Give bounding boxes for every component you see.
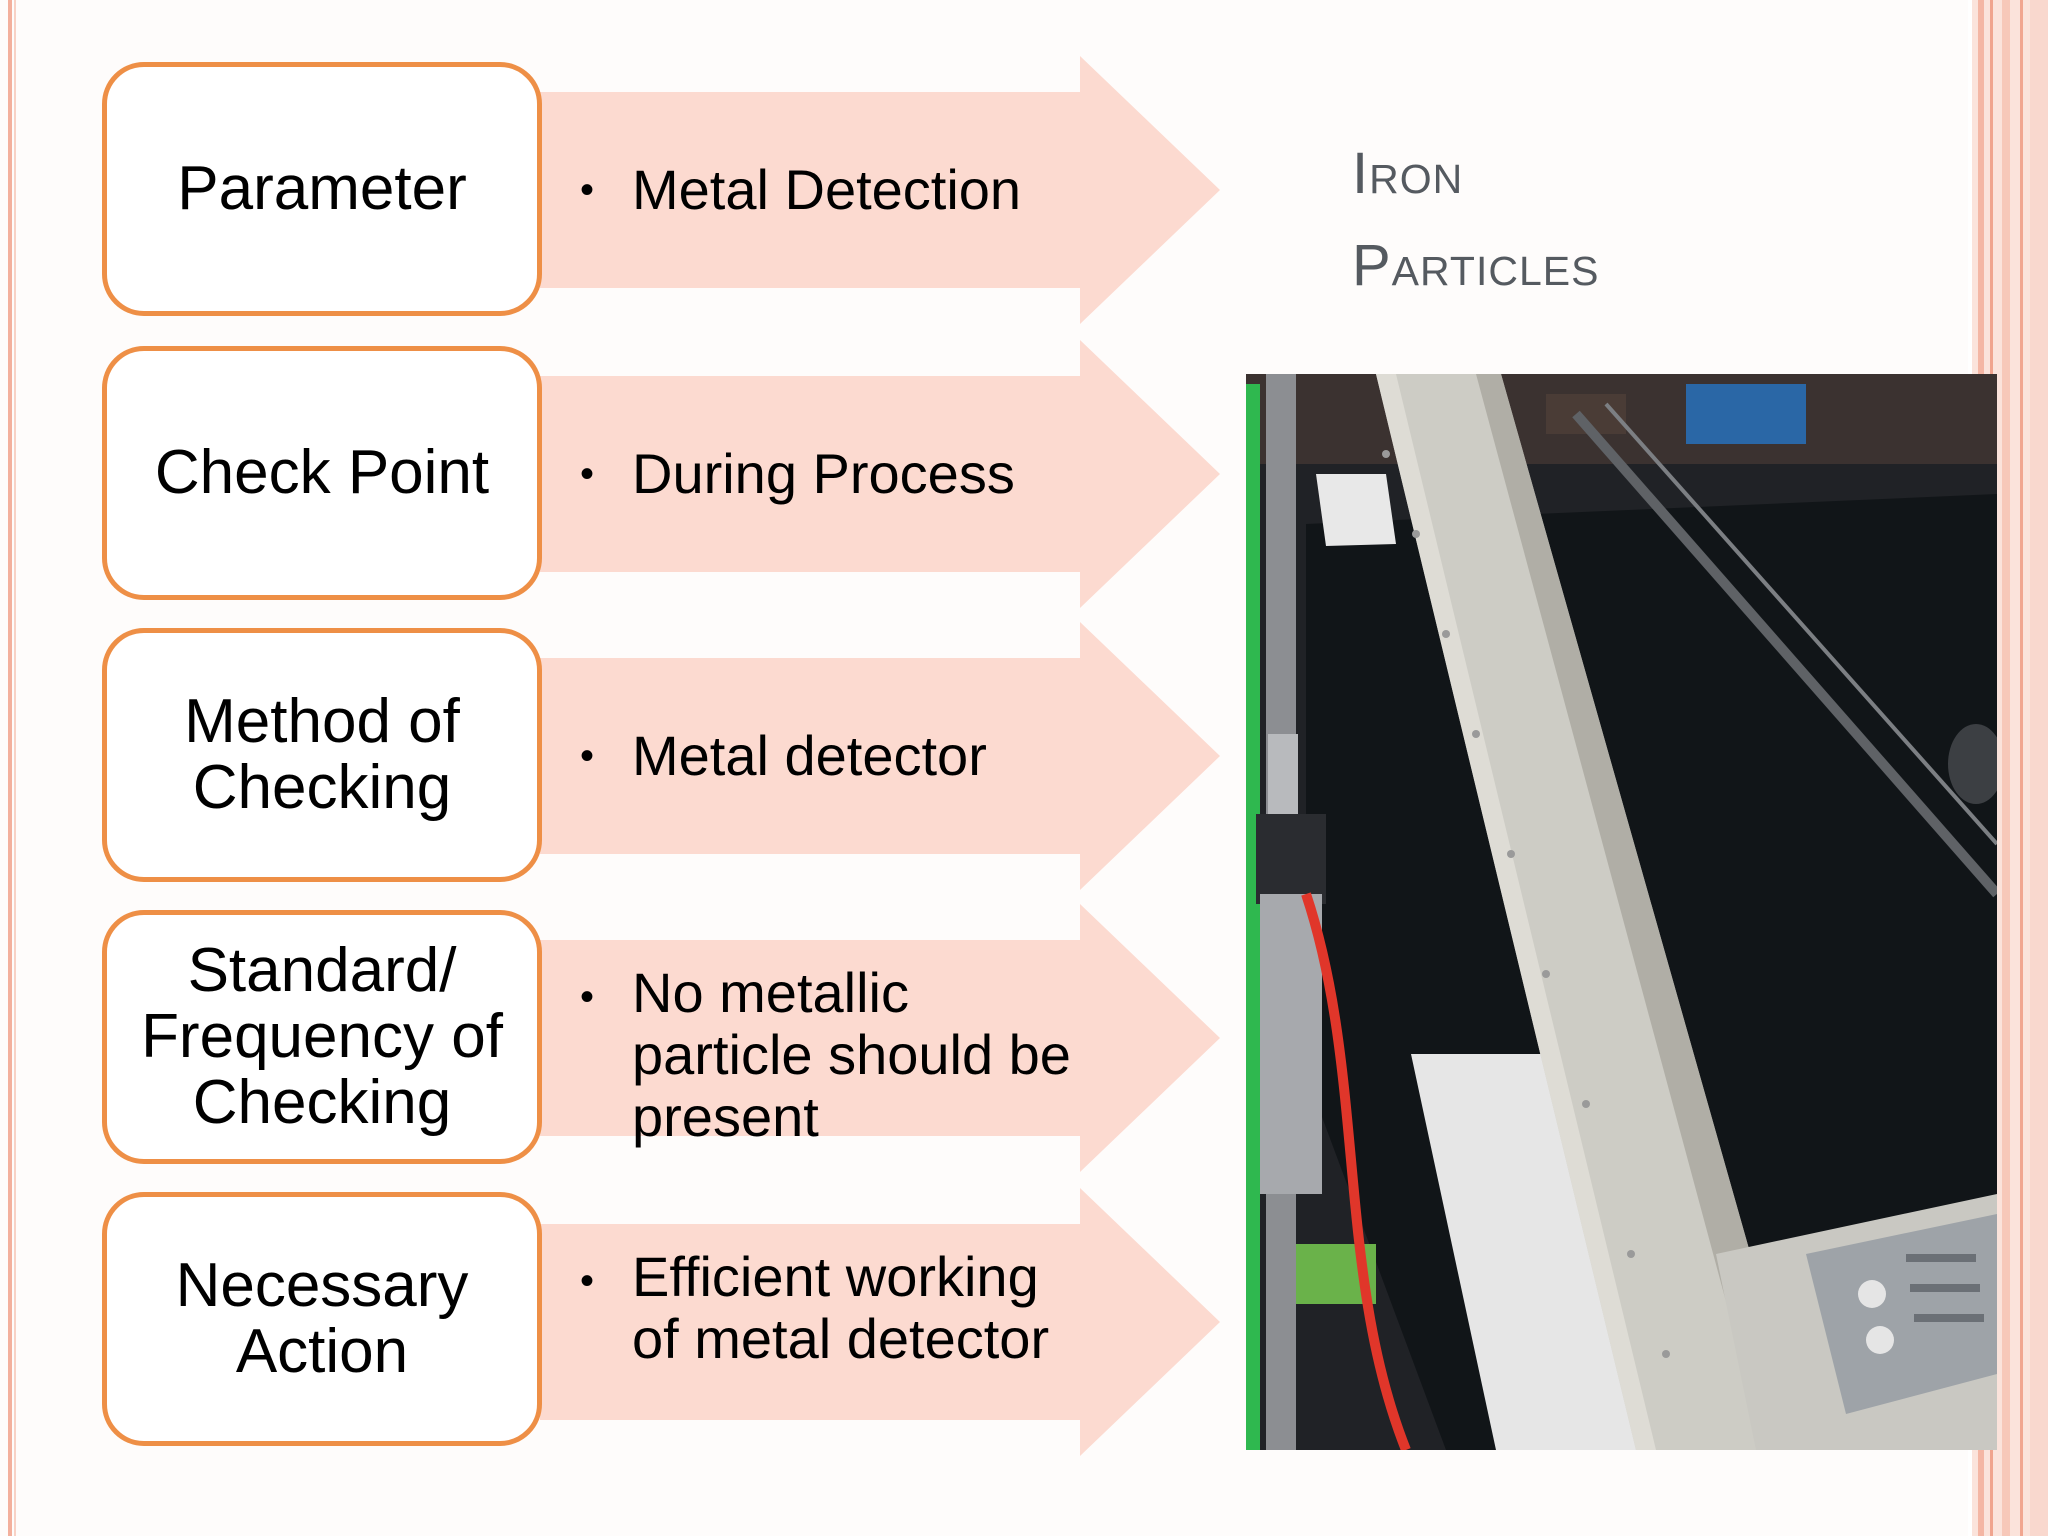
- arrow-necessary-action: • Efficient working of metal detector: [540, 1188, 1220, 1456]
- arrow-shape: [540, 340, 1220, 608]
- bullet: •: [580, 734, 595, 778]
- title-line-2: Particles: [1352, 233, 1600, 298]
- check-point-value: During Process: [632, 442, 1015, 505]
- slide-title: Iron Particles: [1352, 128, 1912, 312]
- arrow-standard-frequency: • No metallic particle should be present: [540, 904, 1220, 1172]
- label-box-parameter: Parameter: [102, 62, 542, 316]
- arrow-parameter: • Metal Detection: [540, 56, 1220, 324]
- method-of-checking-label: Method of Checking: [184, 687, 460, 822]
- arrow-shape: [540, 1188, 1220, 1456]
- arrow-method-of-checking: • Metal detector: [540, 622, 1220, 890]
- parameter-value: Metal Detection: [632, 158, 1022, 221]
- method-of-checking-value: Metal detector: [632, 724, 987, 787]
- parameter-label: Parameter: [177, 154, 467, 223]
- bullet: •: [580, 452, 595, 496]
- arrow-shape: [540, 56, 1220, 324]
- bullet: •: [580, 1259, 595, 1303]
- title-line-1: Iron: [1352, 141, 1464, 206]
- left-border-stripe: [14, 0, 16, 1536]
- label-box-check-point: Check Point: [102, 346, 542, 600]
- metal-detector-photo: [1246, 374, 1997, 1450]
- label-box-method-of-checking: Method of Checking: [102, 628, 542, 882]
- metal-detector-illustration: [1246, 374, 1997, 1450]
- right-border-stripe: [2020, 0, 2023, 1536]
- check-point-label: Check Point: [154, 438, 490, 507]
- necessary-action-label: Necessary Action: [175, 1251, 469, 1386]
- right-border-stripe: [2030, 0, 2048, 1536]
- bullet: •: [580, 168, 595, 212]
- left-border-stripe: [8, 0, 12, 1536]
- label-box-necessary-action: Necessary Action: [102, 1192, 542, 1446]
- arrow-check-point: • During Process: [540, 340, 1220, 608]
- standard-frequency-value: No metallic particle should be present: [632, 961, 1071, 1148]
- standard-frequency-label: Standard/ Frequency of Checking: [141, 936, 503, 1137]
- arrow-shape: [540, 904, 1220, 1172]
- left-decorative-border: [0, 0, 22, 1536]
- arrow-shape: [540, 622, 1220, 890]
- necessary-action-value: Efficient working of metal detector: [632, 1245, 1050, 1370]
- bullet: •: [580, 975, 595, 1019]
- right-border-stripe: [2002, 0, 2010, 1536]
- label-box-standard-frequency: Standard/ Frequency of Checking: [102, 910, 542, 1164]
